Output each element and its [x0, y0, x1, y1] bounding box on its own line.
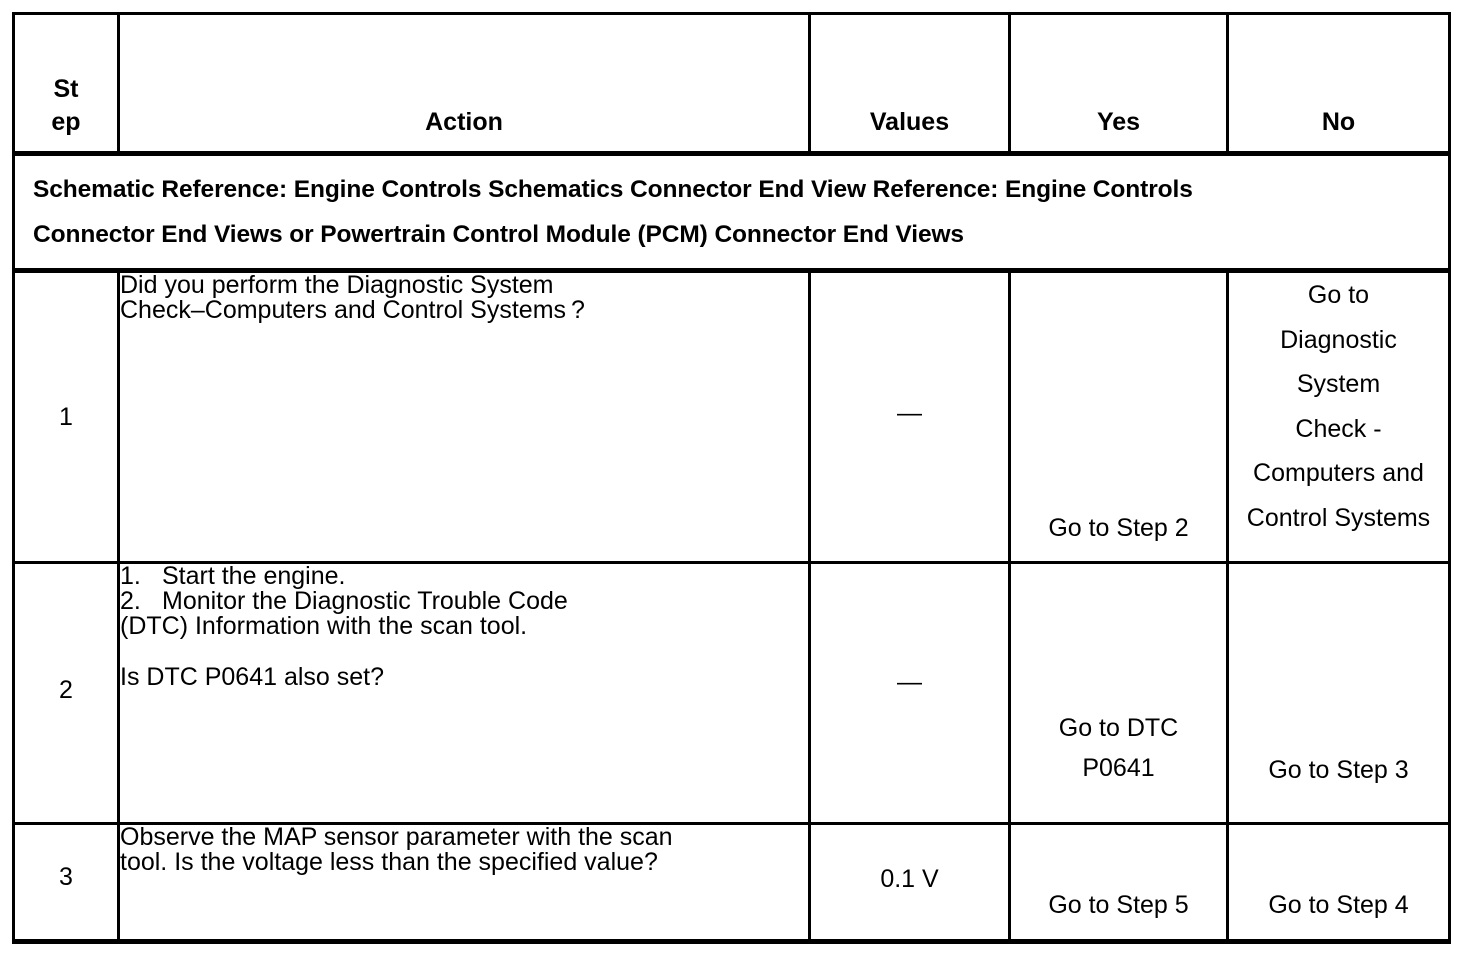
no-text-3: Go to Step 4	[1268, 891, 1409, 919]
action-list-text-2-2: Monitor the Diagnostic Trouble Code	[162, 587, 568, 615]
diagnostic-procedure-table: St ep Action Values Yes No Schematic Ref…	[12, 12, 1451, 944]
no-line-1-6: Control Systems	[1246, 503, 1431, 532]
column-header-action: Action	[117, 12, 811, 156]
column-header-step-line1: St	[53, 75, 79, 103]
no-line-1-5: Computers and	[1253, 459, 1424, 487]
values-cell-3: 0.1 V	[808, 822, 1011, 944]
column-header-yes: Yes	[1008, 12, 1229, 156]
column-header-values-label: Values	[869, 108, 950, 136]
yes-text-1: Go to Step 2	[1048, 514, 1189, 542]
yes-cell-3: Go to Step 5	[1008, 822, 1229, 944]
values-text-3: 0.1 V	[880, 865, 939, 893]
action-cell-1: Did you perform the Diagnostic System Ch…	[117, 269, 811, 564]
values-text-2: —	[897, 668, 922, 696]
values-text-1: —	[897, 399, 922, 427]
no-cell-1: Go to Diagnostic System Check - Computer…	[1226, 269, 1451, 564]
column-header-step: St ep	[12, 12, 120, 156]
schematic-reference-row: Schematic Reference: Engine Controls Sch…	[12, 151, 1451, 273]
yes-cell-2: Go to DTC P0641	[1008, 561, 1229, 825]
step-number-2: 2	[59, 676, 73, 704]
no-text-2: Go to Step 3	[1268, 756, 1409, 784]
column-header-no: No	[1226, 12, 1451, 156]
action-continuation-2: (DTC) Information with the scan tool.	[120, 612, 528, 640]
action-list-number-2-2: 2.	[120, 587, 141, 615]
action-list-text-2-1: Start the engine.	[162, 562, 346, 590]
step-number-3: 3	[59, 863, 73, 891]
yes-text-3: Go to Step 5	[1048, 891, 1189, 919]
column-header-values: Values	[808, 12, 1011, 156]
action-question-2: Is DTC P0641 also set?	[120, 663, 385, 691]
schematic-reference-line1: Schematic Reference: Engine Controls Sch…	[33, 175, 1193, 203]
yes-line-2-1: Go to DTC	[1058, 714, 1179, 742]
no-cell-3: Go to Step 4	[1226, 822, 1451, 944]
no-line-1-4: Check -	[1295, 414, 1382, 443]
action-line-1-2: Check–Computers and Control Systems ?	[120, 296, 585, 324]
step-number-1: 1	[59, 403, 73, 431]
action-line-3-1: Observe the MAP sensor parameter with th…	[120, 823, 673, 851]
schematic-reference-cell: Schematic Reference: Engine Controls Sch…	[12, 151, 1451, 273]
action-line-3-2: tool. Is the voltage less than the speci…	[120, 848, 658, 876]
no-line-1-3: System	[1296, 370, 1381, 398]
action-cell-3: Observe the MAP sensor parameter with th…	[117, 822, 811, 944]
step-number-cell-1: 1	[12, 269, 120, 564]
values-cell-1: —	[808, 269, 1011, 564]
values-cell-2: —	[808, 561, 1011, 825]
column-header-yes-label: Yes	[1096, 108, 1141, 136]
no-line-1-2: Diagnostic	[1280, 325, 1397, 354]
yes-cell-1: Go to Step 2	[1008, 269, 1229, 564]
table-row-step-2: 2 1. Start the engine. 2. Monitor the Diag…	[12, 561, 1451, 825]
step-number-cell-2: 2	[12, 561, 120, 825]
no-line-1-1: Go to	[1307, 281, 1370, 309]
action-spacer-2	[120, 639, 808, 665]
table-row-step-3: 3 Observe the MAP sensor parameter with …	[12, 822, 1451, 944]
no-cell-2: Go to Step 3	[1226, 561, 1451, 825]
schematic-reference-line2: Connector End Views or Powertrain Contro…	[33, 221, 964, 248]
action-cell-2: 1. Start the engine. 2. Monitor the Diagno…	[117, 561, 811, 825]
step-number-cell-3: 3	[12, 822, 120, 944]
yes-line-2-2: P0641	[1082, 754, 1155, 782]
action-list-item-2-2: 2. Monitor the Diagnostic Trouble Code	[120, 589, 808, 614]
action-list-number-2-1: 1.	[120, 562, 141, 590]
column-header-action-label: Action	[425, 108, 503, 136]
table-header-row: St ep Action Values Yes No	[12, 12, 1451, 156]
column-header-step-line2: ep	[51, 108, 81, 136]
action-list-item-2-1: 1. Start the engine.	[120, 564, 808, 589]
action-line-1-1: Did you perform the Diagnostic System	[120, 271, 554, 299]
table-row-step-1: 1 Did you perform the Diagnostic System …	[12, 269, 1451, 564]
column-header-no-label: No	[1321, 108, 1356, 136]
